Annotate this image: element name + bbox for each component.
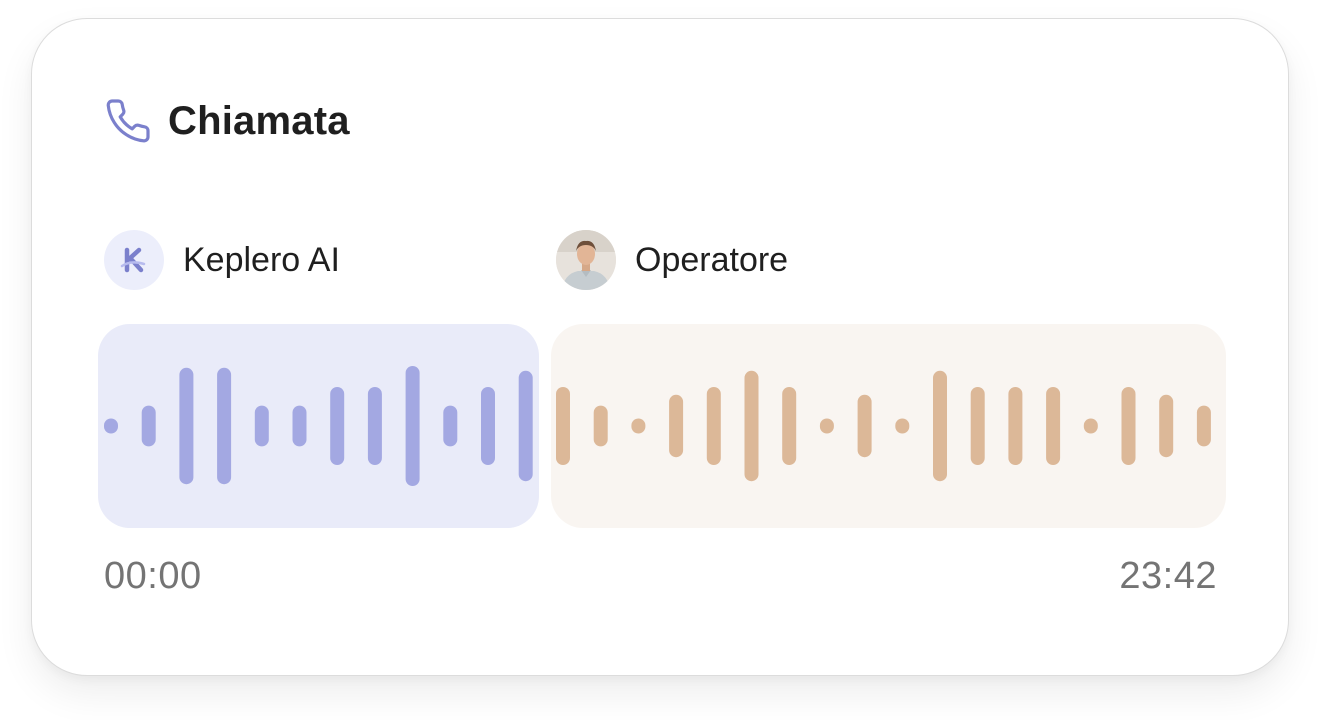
waveform-keplero-ai [98,324,539,528]
call-header: Chiamata [104,93,350,149]
waveform-ai-bar [405,366,420,486]
waveform-operator-bar [857,394,872,458]
speaker-label: Keplero AI [183,240,340,279]
waveform-operator-bar [631,418,646,434]
waveform-operator-svg [551,324,1226,528]
waveform-operator-bar [1046,387,1061,465]
timestamp-end: 23:42 [1119,555,1217,597]
waveform-keplero-ai-svg [98,324,539,528]
waveform-ai-bar [141,405,156,447]
page-title: Chiamata [168,98,350,143]
waveform-operator-bar [593,405,608,447]
waveform-operator-bar [1196,405,1211,447]
waveform-ai-bar [292,405,307,447]
waveform-operator-bar [744,370,759,482]
phone-icon [104,97,152,145]
keplero-logo-icon [104,230,164,290]
waveform-ai-bar [217,367,232,485]
speaker-operator: Operatore [556,230,788,290]
waveform-operator-background [551,324,1226,528]
waveform-operator-bar [669,394,684,458]
waveform-ai-bar [443,405,458,447]
call-card: Chiamata Keplero AI Operatore [31,18,1289,676]
speaker-keplero-ai: Keplero AI [104,230,340,290]
waveform-ai-bar [254,405,269,447]
waveform-operator-bar [1159,394,1174,458]
waveform-operator-bar [706,387,721,465]
waveform-operator-bar [556,387,570,465]
waveform-operator-bar [895,418,910,434]
waveform-operator-bar [819,418,834,434]
waveform-ai-bar [179,367,194,485]
waveform-operator-bar [1083,418,1098,434]
waveform-operator-bar [1008,387,1023,465]
waveform-operator-bar [1121,387,1136,465]
waveform-ai-bar [367,387,382,465]
waveform-operator-bar [933,370,947,482]
speaker-label: Operatore [635,240,789,279]
waveform-operator-bar [970,387,985,465]
waveform-ai-bar [518,370,533,482]
waveform-operator [551,324,1226,528]
waveform-ai-bar [481,387,495,465]
waveform-ai-bar [330,387,345,465]
waveform-ai-bar [104,418,118,434]
operator-avatar [556,230,616,290]
waveform-ai-background [98,324,539,528]
waveform-operator-bar [782,387,797,465]
timestamp-start: 00:00 [104,555,202,597]
